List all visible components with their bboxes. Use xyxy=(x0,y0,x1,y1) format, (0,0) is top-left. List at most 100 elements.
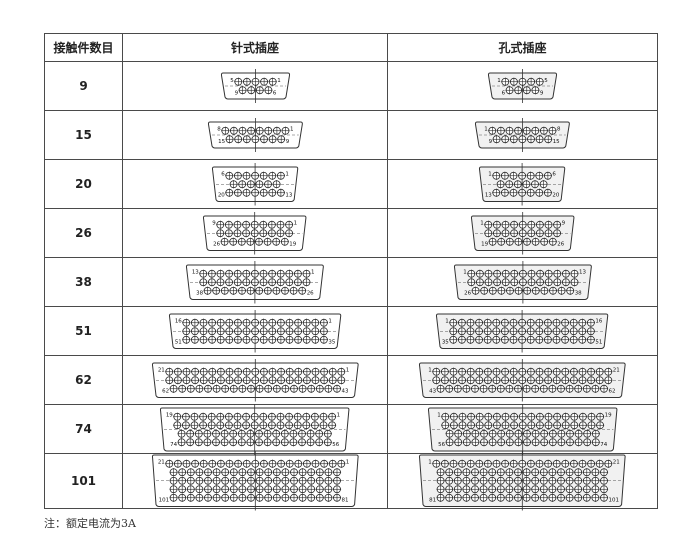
socket-contact xyxy=(475,269,484,278)
pin-contact xyxy=(285,367,294,376)
pin-contact xyxy=(280,126,290,135)
pin-contact xyxy=(280,237,290,246)
socket-contact xyxy=(587,412,596,421)
contact-number-label: 1 xyxy=(463,270,467,276)
contact-number-label: 43 xyxy=(429,388,436,394)
pin-contact xyxy=(276,459,285,468)
contact-number-label: 9 xyxy=(489,139,493,145)
socket-contact xyxy=(501,220,510,229)
socket-contact xyxy=(544,277,553,287)
socket-contact xyxy=(471,468,480,477)
pin-contact xyxy=(259,277,268,287)
pin-contact xyxy=(238,468,247,477)
pin-contact xyxy=(212,384,221,393)
pin-contact xyxy=(289,429,298,438)
pin-contact xyxy=(259,375,268,385)
socket-contact xyxy=(587,318,596,327)
socket-contact xyxy=(526,459,536,468)
socket-contact xyxy=(582,493,592,502)
pin-contact xyxy=(250,459,260,468)
pin-contact xyxy=(173,367,182,376)
socket-contact xyxy=(544,188,553,197)
socket-contact xyxy=(509,367,519,376)
pin-contact xyxy=(177,468,187,477)
pin-contact xyxy=(315,468,324,477)
pin-contact xyxy=(199,459,208,468)
socket-contact xyxy=(445,384,454,393)
pin-contact xyxy=(336,375,346,385)
pin-contact xyxy=(306,476,315,485)
socket-contact xyxy=(552,277,561,287)
socket-contact xyxy=(492,135,501,144)
socket-contact xyxy=(587,459,596,468)
contact-number-label: 1 xyxy=(429,460,433,466)
contact-number-label: 6 xyxy=(502,90,506,96)
socket-contact xyxy=(561,367,570,376)
pin-contact xyxy=(250,367,260,376)
socket-contact xyxy=(501,171,510,180)
socket-contact xyxy=(535,277,544,287)
pin-contact xyxy=(332,493,341,502)
socket-contact xyxy=(449,459,458,468)
contact-number-label: 51 xyxy=(596,339,603,345)
pin-contact xyxy=(237,429,247,438)
pin-contact xyxy=(285,420,294,429)
socket-contact xyxy=(548,384,557,393)
pin-contact xyxy=(169,468,178,477)
contact-number-label: 74 xyxy=(170,442,177,448)
contact-number-label: 21 xyxy=(613,460,620,466)
contact-number-label: 19 xyxy=(166,412,173,418)
socket-contact xyxy=(509,326,519,336)
pin-contact xyxy=(293,375,303,385)
socket-contact xyxy=(466,459,476,468)
socket-contact xyxy=(453,468,463,477)
pin-contact xyxy=(233,420,242,429)
socket-contact xyxy=(531,468,540,477)
pin-contact xyxy=(216,277,225,287)
socket-contact xyxy=(483,277,493,287)
socket-contact xyxy=(466,375,476,385)
header-row: 接触件数目 针式插座 孔式插座 xyxy=(44,33,658,62)
contact-number-label: 9 xyxy=(285,139,289,145)
pin-contact xyxy=(229,493,238,502)
pin-contact xyxy=(195,485,204,494)
pin-contact xyxy=(311,459,320,468)
socket-contact xyxy=(509,335,519,344)
socket-contact xyxy=(595,459,604,468)
pin-contact xyxy=(190,412,199,421)
pin-contact xyxy=(285,412,294,421)
pin-contact xyxy=(263,429,272,438)
pin-contact xyxy=(237,126,247,135)
socket-contact xyxy=(475,367,484,376)
socket-contact xyxy=(458,459,467,468)
pin-contact xyxy=(276,326,285,336)
pin-contact xyxy=(182,412,191,421)
socket-contact xyxy=(548,468,557,477)
socket-contact xyxy=(582,429,592,438)
socket-contact xyxy=(539,437,549,446)
pin-contact xyxy=(203,437,212,446)
pin-contact xyxy=(195,384,204,393)
pin-contact xyxy=(332,384,341,393)
socket-contact xyxy=(552,220,561,229)
socket-contact xyxy=(449,326,458,336)
pin-contact xyxy=(276,228,285,238)
pin-contact xyxy=(263,485,272,494)
pin-contact xyxy=(199,335,208,344)
pin-contact xyxy=(268,188,277,197)
pin-contact xyxy=(233,171,242,180)
pin-contact xyxy=(255,437,264,446)
socket-contact xyxy=(441,459,450,468)
pin-contact xyxy=(212,286,221,295)
pin-contact xyxy=(328,375,337,385)
pin-contact xyxy=(237,437,247,446)
pin-contact xyxy=(238,384,247,393)
pin-contact xyxy=(250,318,260,327)
socket-contact xyxy=(514,493,523,502)
pin-contact xyxy=(315,485,324,494)
